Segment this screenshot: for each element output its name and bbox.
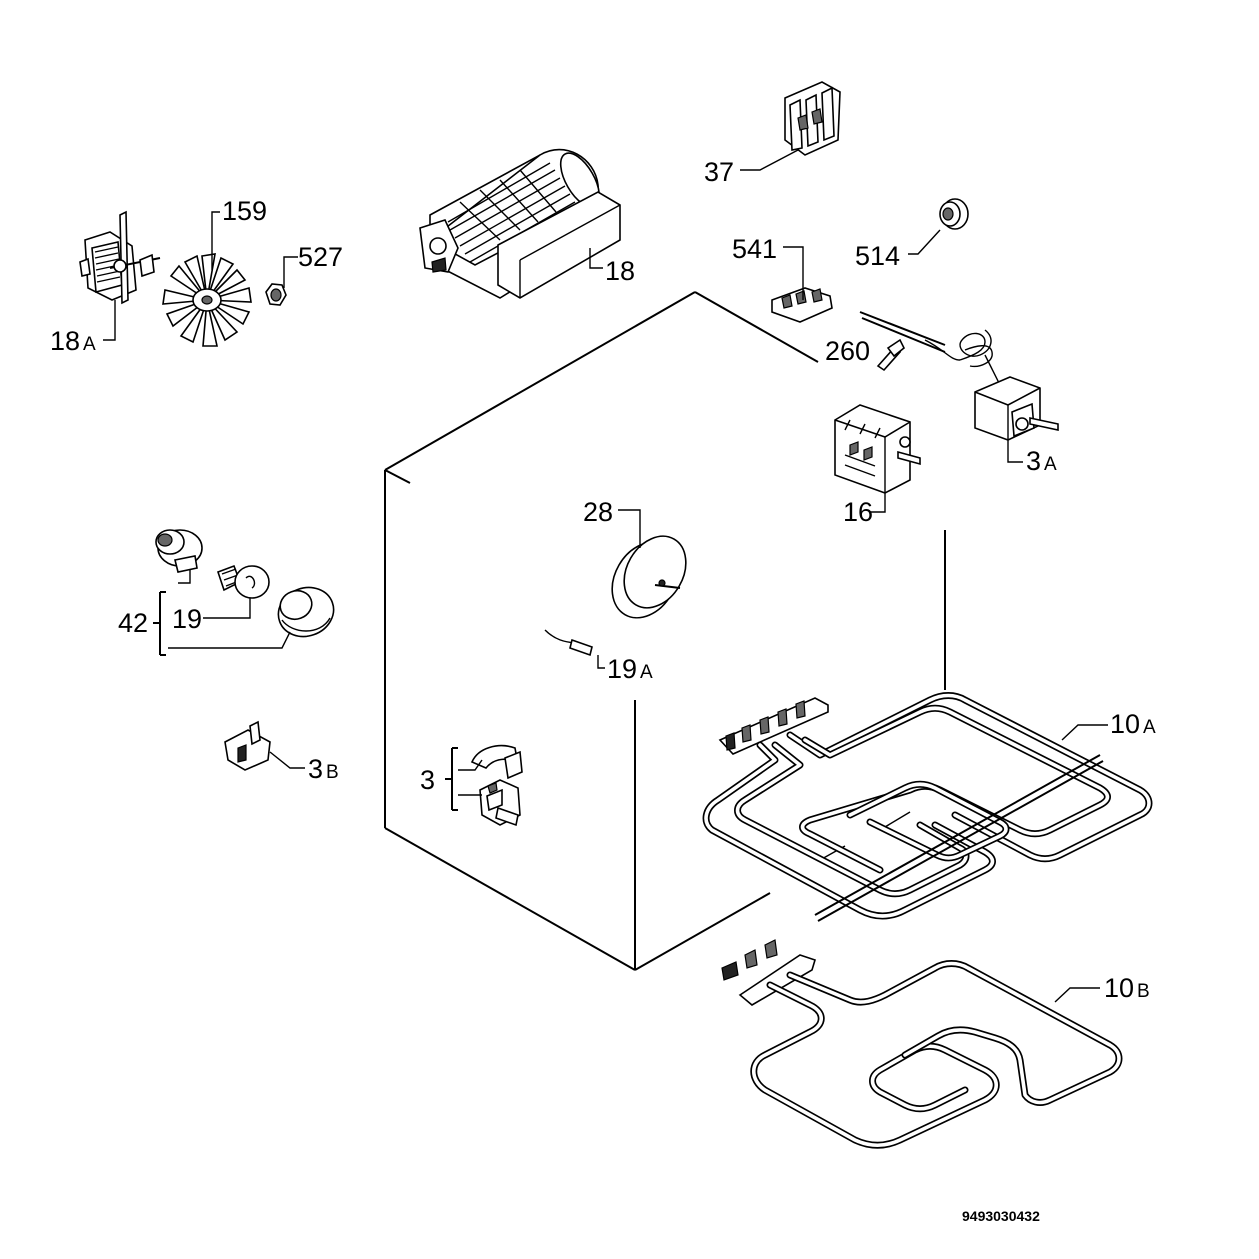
lamp-bulb-part bbox=[216, 564, 270, 599]
callout-18: 18 bbox=[605, 256, 635, 286]
switch-part bbox=[771, 287, 833, 323]
lamp-cover-part bbox=[277, 586, 335, 638]
callout-541: 541 bbox=[732, 234, 777, 264]
leader-lines bbox=[103, 149, 1108, 1003]
thermal-fuse-part bbox=[224, 720, 271, 771]
nut-part bbox=[265, 283, 287, 306]
sensor-part bbox=[544, 629, 593, 657]
terminal-block-part bbox=[784, 81, 841, 156]
bottom-element-part bbox=[721, 939, 1123, 1149]
clip-upper-part bbox=[470, 744, 523, 780]
callout-28: 28 bbox=[583, 497, 613, 527]
callout-37: 37 bbox=[704, 157, 734, 187]
callout-514: 514 bbox=[855, 241, 900, 271]
grill-element-part bbox=[702, 692, 1153, 922]
callout-527: 527 bbox=[298, 242, 343, 272]
callout-159: 159 bbox=[222, 196, 267, 226]
callout-3: 3 bbox=[420, 765, 435, 795]
callout-19: 19 bbox=[172, 604, 202, 634]
screw-part bbox=[876, 338, 906, 372]
thermostat-part bbox=[859, 311, 1059, 441]
clip-lower-part bbox=[479, 779, 521, 827]
fan-motor-part bbox=[79, 210, 161, 305]
document-number: 9493030432 bbox=[962, 1208, 1040, 1224]
callout-16: 16 bbox=[843, 497, 873, 527]
fan-blade-part bbox=[162, 253, 252, 347]
oven-cavity-box bbox=[384, 291, 946, 971]
callout-42: 42 bbox=[118, 608, 148, 638]
tangential-fan-part bbox=[419, 148, 621, 299]
lamp-holder-part bbox=[155, 529, 203, 573]
grommet-part bbox=[939, 198, 969, 230]
selector-switch-part bbox=[834, 404, 921, 494]
callout-260: 260 bbox=[825, 336, 870, 366]
timer-motor-part bbox=[611, 535, 687, 619]
